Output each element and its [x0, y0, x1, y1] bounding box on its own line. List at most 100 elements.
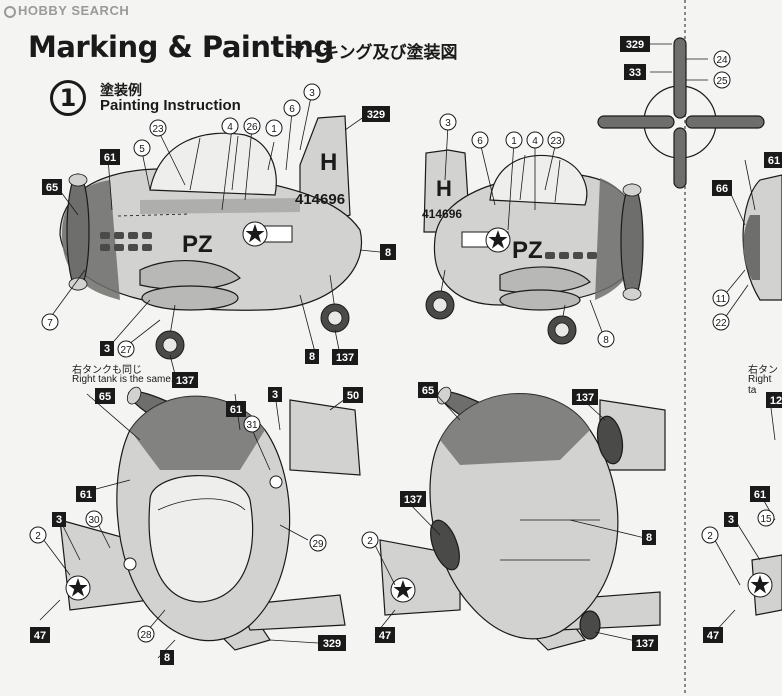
- callout-12-r: 12: [766, 392, 782, 408]
- instruction-label-jp: 塗装例: [100, 82, 142, 98]
- instruction-label-en: Painting Instruction: [100, 97, 241, 114]
- next-page-partial: [742, 174, 782, 616]
- svg-text:24: 24: [716, 55, 728, 66]
- right-tank-note-jp: 右タンクも同じ: [72, 365, 142, 376]
- callout-c22: 22: [712, 313, 730, 331]
- svg-text:47: 47: [707, 630, 719, 642]
- callout-8-d: 8: [642, 530, 656, 545]
- page-fold-line: [684, 0, 686, 696]
- callout-c7: 7: [41, 313, 59, 331]
- svg-text:8: 8: [164, 652, 170, 664]
- callout-329-b: 329: [318, 635, 346, 651]
- callout-c5: 5: [133, 139, 151, 157]
- callout-c31: 31: [243, 415, 261, 433]
- callout-c24: 24: [713, 50, 731, 68]
- svg-text:61: 61: [230, 404, 242, 416]
- svg-text:2: 2: [35, 531, 41, 542]
- svg-text:3: 3: [56, 514, 62, 526]
- side-view-right: PZ H 414696: [422, 149, 644, 345]
- top-view-left: [59, 382, 361, 651]
- front-view: [597, 37, 765, 189]
- callout-c2a: 2: [29, 526, 47, 544]
- right-tank-note-en: Right tank is the same.: [72, 374, 174, 385]
- svg-text:4: 4: [227, 122, 233, 133]
- bottom-view: [379, 382, 666, 651]
- callout-47-b: 47: [375, 627, 395, 643]
- callout-8-a: 8: [380, 244, 396, 260]
- svg-text:66: 66: [716, 183, 728, 195]
- callout-c27: 27: [117, 340, 135, 358]
- callout-c23a: 23: [149, 119, 167, 137]
- svg-text:8: 8: [603, 335, 609, 346]
- svg-text:11: 11: [716, 294, 727, 305]
- page-title: Marking & Painting: [28, 30, 334, 64]
- svg-text:50: 50: [347, 390, 359, 402]
- callout-3-a: 3: [100, 341, 114, 356]
- callout-47-r: 47: [703, 627, 723, 643]
- callout-137-b: 137: [172, 372, 198, 388]
- callout-33: 33: [624, 64, 646, 80]
- side-view-left: PZ H 414696: [59, 115, 363, 360]
- callout-66-r: 66: [712, 180, 732, 196]
- right-tank-note-jp-cut: 右タン: [748, 365, 778, 376]
- svg-text:65: 65: [422, 385, 434, 397]
- svg-text:65: 65: [99, 391, 111, 403]
- watermark-text: HOBBY SEARCH: [18, 3, 130, 18]
- svg-text:5: 5: [139, 144, 145, 155]
- svg-text:25: 25: [716, 76, 728, 87]
- callout-c2b: 2: [361, 531, 379, 549]
- callout-65-b: 65: [95, 388, 115, 404]
- svg-text:3: 3: [104, 343, 110, 355]
- svg-text:2: 2: [367, 536, 373, 547]
- hobby-search-watermark: HOBBY SEARCH: [4, 3, 129, 18]
- svg-text:6: 6: [289, 104, 295, 115]
- svg-text:23: 23: [152, 124, 164, 135]
- callout-c4b: 4: [526, 131, 544, 149]
- callout-c30: 30: [85, 510, 103, 528]
- callout-c11: 11: [712, 289, 730, 307]
- svg-text:27: 27: [120, 345, 132, 356]
- svg-text:3: 3: [309, 88, 315, 99]
- callout-61-r: 61: [764, 152, 782, 168]
- svg-text:3: 3: [728, 514, 734, 526]
- svg-text:61: 61: [80, 489, 92, 501]
- svg-text:3: 3: [272, 389, 278, 401]
- callout-c1a: 1: [265, 119, 283, 137]
- callout-61-b: 61: [226, 401, 246, 417]
- svg-text:29: 29: [312, 539, 324, 550]
- callout-c6a: 6: [283, 99, 301, 117]
- svg-text:22: 22: [715, 318, 727, 329]
- callout-61-c: 61: [76, 486, 96, 502]
- callout-c8a: 8: [597, 330, 615, 348]
- svg-text:28: 28: [140, 630, 152, 641]
- svg-text:137: 137: [176, 375, 194, 387]
- callout-65-c: 65: [418, 382, 438, 398]
- callout-c29: 29: [309, 534, 327, 552]
- svg-text:47: 47: [34, 630, 46, 642]
- tail-serial-right: 414696: [422, 207, 462, 221]
- callout-8-c: 8: [160, 650, 174, 665]
- callout-65-a: 65: [42, 179, 62, 195]
- svg-text:329: 329: [367, 109, 385, 121]
- page-subtitle-jp: マーキング及び塗装図: [288, 43, 458, 62]
- callout-329-top: 329: [620, 36, 650, 52]
- callout-3-b: 3: [268, 387, 282, 402]
- svg-text:3: 3: [445, 118, 451, 129]
- callout-c3b: 3: [439, 113, 457, 131]
- svg-text:61: 61: [104, 152, 116, 164]
- svg-text:26: 26: [246, 122, 258, 133]
- svg-text:7: 7: [47, 318, 53, 329]
- svg-text:15: 15: [760, 514, 772, 525]
- svg-text:1: 1: [271, 124, 277, 135]
- logo-icon: [4, 6, 16, 18]
- right-tank-note-en-cut: Right ta: [748, 374, 772, 396]
- svg-text:8: 8: [646, 532, 652, 544]
- callout-137-a: 137: [332, 349, 358, 365]
- svg-text:1: 1: [511, 136, 517, 147]
- callout-329-a: 329: [362, 106, 390, 122]
- callout-137-d: 137: [400, 491, 426, 507]
- tail-letter-right: H: [436, 176, 452, 201]
- callout-137-e: 137: [632, 635, 658, 651]
- svg-text:47: 47: [379, 630, 391, 642]
